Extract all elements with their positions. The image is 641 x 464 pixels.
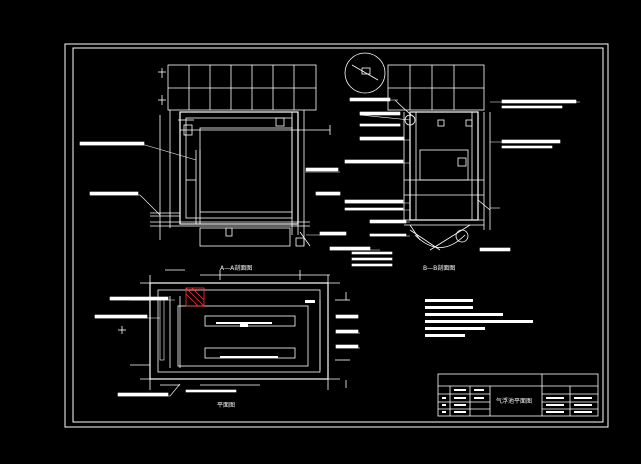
- plan-title: 平面图: [217, 402, 236, 409]
- title-block: [437, 373, 599, 417]
- section-a-callouts: [79, 141, 393, 267]
- general-notes: [425, 299, 533, 337]
- section-b-view: [344, 52, 491, 251]
- outer-border: [64, 43, 609, 428]
- title-block-drawing-name: 气浮池平面图: [496, 398, 533, 405]
- plan-view: [118, 269, 350, 390]
- title-block-text-marks: [442, 389, 592, 413]
- section-b-title: B—B剖面图: [423, 265, 456, 272]
- inner-border: [72, 47, 604, 423]
- plan-callouts: [94, 296, 360, 397]
- section-a-view: [150, 64, 331, 247]
- section-b-callouts: [344, 97, 580, 252]
- section-a-title: A—A剖面图: [220, 265, 253, 272]
